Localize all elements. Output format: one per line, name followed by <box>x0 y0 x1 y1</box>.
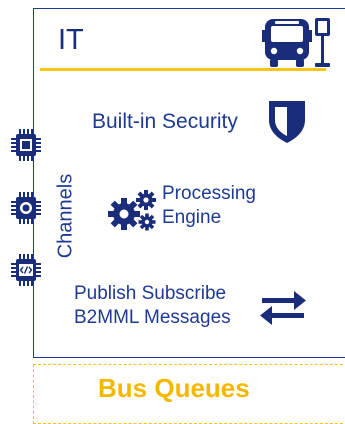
security-label: Built-in Security <box>92 110 238 133</box>
shield-icon <box>269 101 305 143</box>
publish-subscribe-label: Publish Subscribe B2MML Messages <box>74 282 231 330</box>
it-section-title: IT <box>58 24 84 56</box>
it-section-border <box>33 8 345 358</box>
chip-icon <box>11 129 41 161</box>
processing-engine-label: Processing Engine <box>162 182 256 230</box>
code-chip-icon <box>11 254 41 286</box>
publish-line-1: Publish Subscribe <box>74 283 227 304</box>
channels-label: Channels <box>54 173 77 259</box>
section-divider <box>40 68 326 71</box>
processing-line-2: Engine <box>162 207 222 228</box>
camera-chip-icon <box>11 192 41 224</box>
processing-line-1: Processing <box>162 183 256 204</box>
bus-queues-label: Bus Queues <box>98 373 250 403</box>
bus-icon <box>262 18 330 67</box>
publish-line-2: B2MML Messages <box>74 307 231 328</box>
gears-icon <box>108 190 156 231</box>
exchange-arrows-icon <box>260 291 306 325</box>
architecture-diagram: IT Built-in Security <box>11 8 345 424</box>
